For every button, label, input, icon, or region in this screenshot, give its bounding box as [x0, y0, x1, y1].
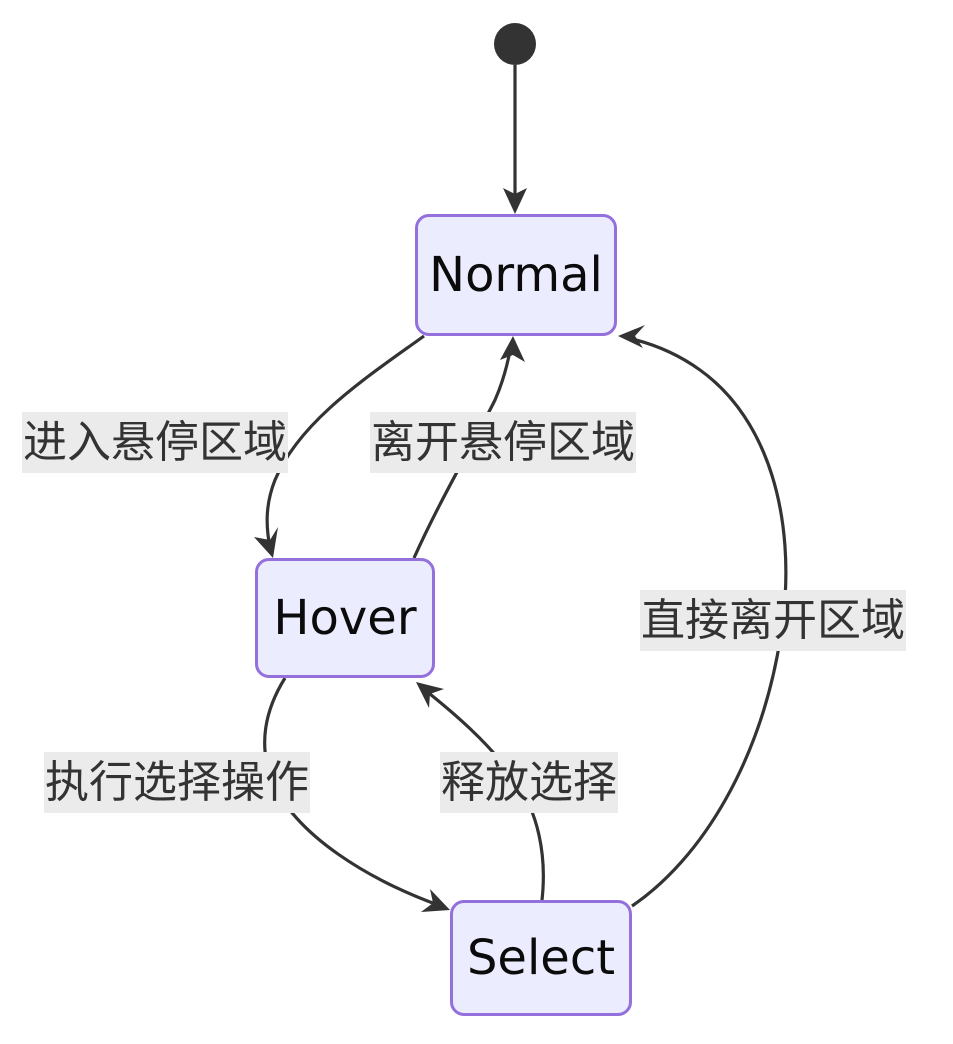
edge-label-hover-to-select: 执行选择操作: [44, 752, 310, 813]
arrow-head-icon: [503, 188, 527, 214]
arrow-head-icon: [421, 889, 450, 912]
state-node-select[interactable]: Select: [450, 900, 632, 1016]
state-label-hover: Hover: [273, 590, 417, 646]
state-node-normal[interactable]: Normal: [415, 214, 617, 336]
edge-label-hover-to-normal: 离开悬停区域: [370, 412, 636, 473]
state-label-select: Select: [466, 930, 616, 986]
arrow-head-icon: [416, 682, 444, 708]
arrow-head-icon: [500, 336, 525, 362]
edge-start-to-normal: [503, 65, 527, 214]
state-node-hover[interactable]: Hover: [255, 558, 435, 678]
start-node-circle: [494, 23, 536, 65]
edge-label-select-to-hover: 释放选择: [440, 752, 618, 813]
state-label-normal: Normal: [429, 247, 603, 303]
arrow-head-icon: [254, 527, 278, 558]
edge-select-to-normal: [618, 325, 788, 908]
edge-label-select-to-normal: 直接离开区域: [640, 590, 906, 651]
edge-label-normal-to-hover: 进入悬停区域: [22, 412, 288, 473]
arrow-head-icon: [618, 325, 645, 348]
